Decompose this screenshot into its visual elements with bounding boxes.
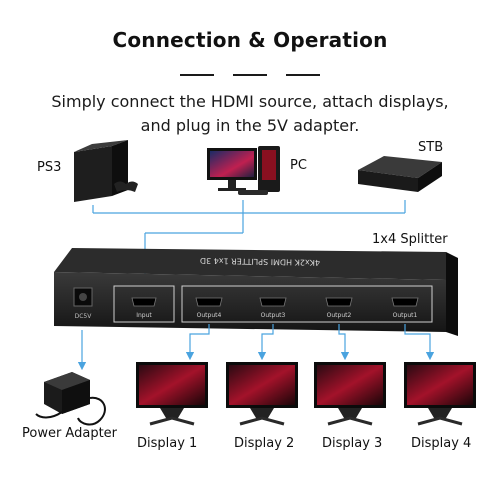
output2-label: Output2: [327, 312, 352, 319]
output-connections: [77, 324, 435, 371]
subtitle-line-2: and plug in the 5V adapter.: [140, 116, 360, 135]
display-2-label: Display 2: [234, 436, 295, 451]
page-subtitle: Simply connect the HDMI source, attach d…: [20, 90, 480, 138]
splitter-brand-text: 4Kx2K HDMI SPLITTER 1x4 3D: [200, 256, 320, 267]
input-port-label: Input: [136, 312, 152, 319]
power-adapter-label: Power Adapter: [22, 426, 118, 441]
ps3-console-icon: [74, 140, 138, 202]
output4-hdmi-port-icon: [195, 297, 223, 307]
display-3-label: Display 3: [322, 436, 383, 451]
display-1-label: Display 1: [137, 436, 198, 451]
dc-port-label: DC5V: [75, 313, 93, 320]
output-ports-frame: [181, 285, 433, 323]
output3-label: Output3: [261, 312, 286, 319]
hdmi-splitter-device: 4Kx2K HDMI SPLITTER 1x4 3D DC5V Input Ou…: [54, 248, 458, 336]
pc-label: PC: [290, 158, 307, 173]
power-adapter-icon: [35, 372, 106, 426]
input-port-frame: [113, 285, 175, 323]
divider-dash-right: [286, 74, 320, 76]
divider-dash-left: [180, 74, 214, 76]
output1-hdmi-port-icon: [391, 297, 419, 307]
display-monitor-icon-1: [136, 362, 208, 426]
page-title: Connection & Operation: [112, 28, 388, 52]
display-monitor-icon-3: [314, 362, 386, 426]
display-4-label: Display 4: [411, 436, 472, 451]
ps3-label: PS3: [37, 160, 62, 175]
display-monitor-icon-4: [404, 362, 476, 426]
pc-icon: [207, 146, 280, 195]
output4-label: Output4: [197, 312, 222, 319]
divider-dash-center: [233, 74, 267, 76]
splitter-label: 1x4 Splitter: [372, 232, 448, 247]
output2-hdmi-port-icon: [325, 297, 353, 307]
dc-jack-icon: [79, 293, 87, 301]
output3-hdmi-port-icon: [259, 297, 287, 307]
stb-box-icon: [358, 156, 442, 192]
output1-label: Output1: [393, 312, 418, 319]
display-monitor-icon-2: [226, 362, 298, 426]
input-hdmi-port-icon: [131, 297, 157, 307]
subtitle-line-1: Simply connect the HDMI source, attach d…: [51, 92, 449, 111]
stb-label: STB: [418, 140, 444, 155]
